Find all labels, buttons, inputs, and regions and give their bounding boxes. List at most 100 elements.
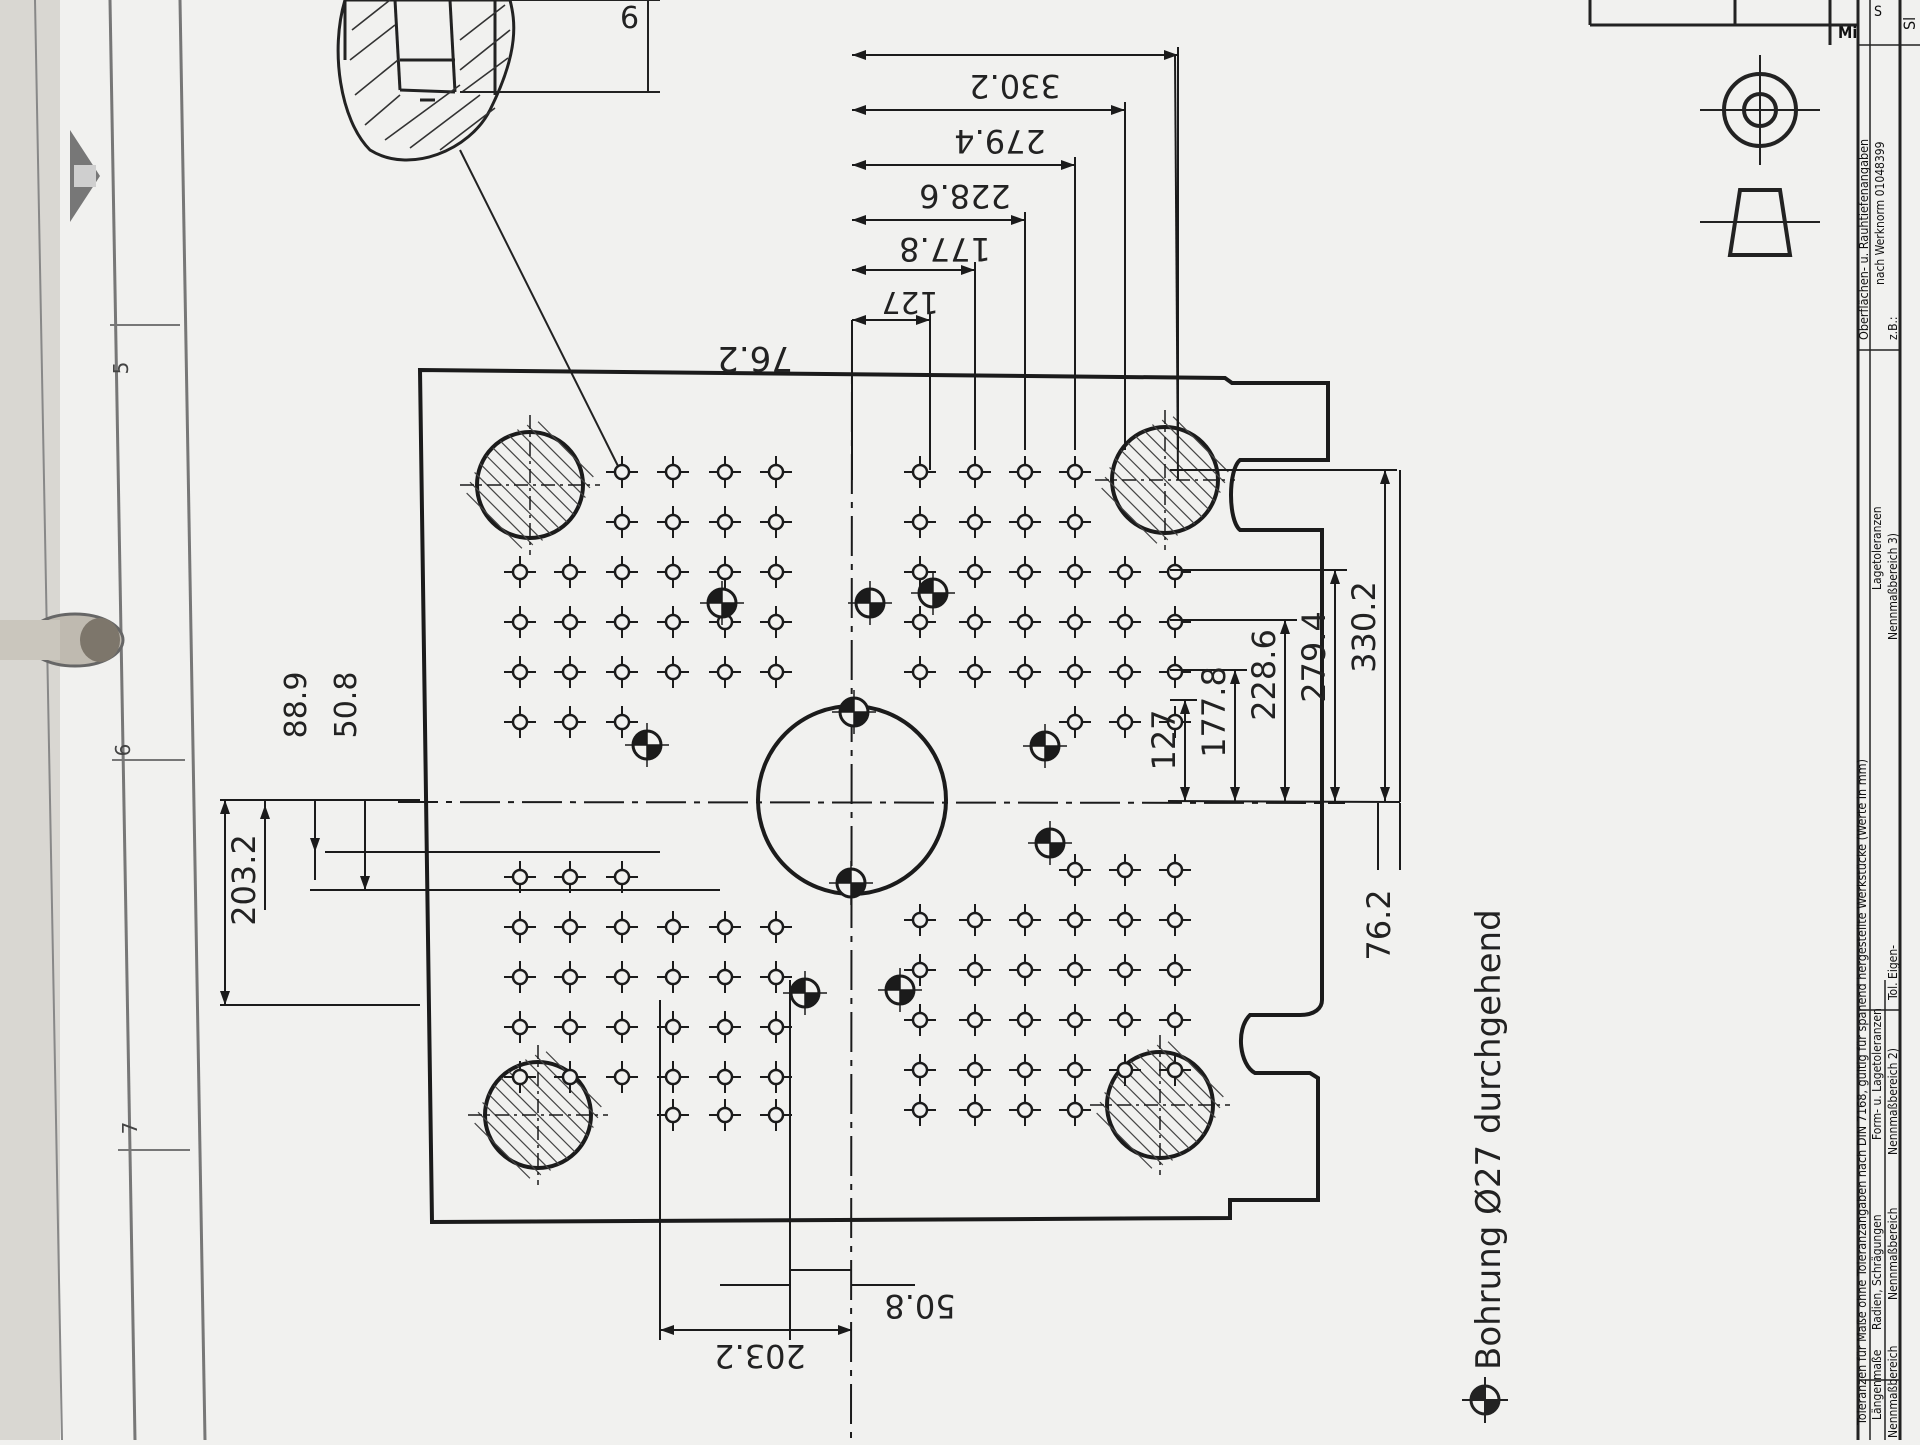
hatch-line <box>526 424 591 489</box>
bolt-hole-circle <box>767 663 785 681</box>
bolt-hole-circle <box>511 968 529 986</box>
bolt-hole-circle <box>561 918 579 936</box>
bolt-hole <box>1059 954 1091 986</box>
bolt-hole-circle <box>1016 513 1034 531</box>
bolt-hole <box>959 656 991 688</box>
tb-row2a: Längenmaße <box>1870 1349 1884 1420</box>
bolt-hole-circle <box>1116 961 1134 979</box>
bolt-hole <box>606 861 638 893</box>
hatch-line <box>525 1059 594 1128</box>
bolt-hole-circle <box>613 868 631 886</box>
through-bore-27 <box>848 581 892 625</box>
bolt-hole <box>709 1099 741 1131</box>
tb-corner-a: Mi <box>1838 23 1857 42</box>
bolt-hole-circle <box>1066 1061 1084 1079</box>
bolt-hole-circle <box>767 613 785 631</box>
bolt-hole <box>760 556 792 588</box>
tb-row1: Toleranzen für Maße ohne Toleranzangaben… <box>1854 759 1869 1426</box>
tb-row3e: z.B.: <box>1886 316 1900 340</box>
bolt-hole <box>554 1061 586 1093</box>
bolt-hole <box>1059 456 1091 488</box>
bolt-hole <box>760 456 792 488</box>
hatch-line <box>1114 458 1187 531</box>
bolt-hole-circle <box>613 613 631 631</box>
bolt-hole-circle <box>1116 613 1134 631</box>
bore-fill <box>633 731 647 745</box>
bolt-hole-circle <box>561 563 579 581</box>
bolt-hole <box>1009 1094 1041 1126</box>
hatch-line <box>1104 476 1169 541</box>
bolt-hole <box>1009 456 1041 488</box>
dimension-lines <box>220 47 1401 1340</box>
section-dim-6 <box>460 0 660 93</box>
bolt-hole <box>959 1054 991 1086</box>
dim-arrow <box>1330 787 1340 801</box>
bolt-hole <box>709 656 741 688</box>
bolt-hole <box>1109 1054 1141 1086</box>
bolt-hole-circle <box>1016 563 1034 581</box>
dim-arrow <box>852 315 866 325</box>
bolt-hole <box>709 911 741 943</box>
dim-arrow <box>360 876 370 890</box>
hatch-line <box>1115 1074 1191 1150</box>
bolt-hole <box>904 954 936 986</box>
bolt-hole <box>1159 606 1191 638</box>
bolt-hole-circle <box>511 918 529 936</box>
bore-fill <box>919 579 933 593</box>
bore-fill <box>1031 732 1045 746</box>
hatch-line <box>485 454 561 530</box>
through-bore-27 <box>878 968 922 1012</box>
bolt-hole <box>657 606 689 638</box>
bolt-hole-circle <box>1166 1061 1184 1079</box>
bolt-hole-circle <box>664 463 682 481</box>
bolt-hole <box>554 706 586 738</box>
bolt-hole-circle <box>1066 613 1084 631</box>
bolt-hole-circle <box>664 613 682 631</box>
bolt-hole-circle <box>911 911 929 929</box>
dim-arrow <box>1280 620 1290 634</box>
dim-arrow <box>1280 787 1290 801</box>
hatch-line <box>1101 487 1158 544</box>
hatch-line <box>499 440 575 516</box>
bolt-hole-circle <box>966 1011 984 1029</box>
bolt-hole <box>657 456 689 488</box>
bolt-hole-circle <box>966 663 984 681</box>
dim-arrow <box>1180 700 1190 714</box>
bolt-hole-circle <box>1116 563 1134 581</box>
bore-fill <box>1036 829 1050 843</box>
bolt-hole-circle <box>1016 911 1034 929</box>
bolt-hole-circle <box>911 1011 929 1029</box>
bolt-hole <box>1109 904 1141 936</box>
bolt-hole <box>1159 706 1191 738</box>
bolt-hole-circle <box>911 961 929 979</box>
bolt-hole-circle <box>1066 911 1084 929</box>
bolt-hole-circle <box>613 663 631 681</box>
hatch-line <box>492 447 568 523</box>
through-bore-27 <box>911 571 955 615</box>
bolt-hole-circle <box>613 563 631 581</box>
frame-border <box>108 0 207 1441</box>
bolt-hole <box>959 456 991 488</box>
bolt-hole-circle <box>716 1068 734 1086</box>
hatch-line <box>469 481 534 546</box>
bolt-hole-circle <box>1066 663 1084 681</box>
bolt-hole <box>904 656 936 688</box>
guide-pillar-2 <box>1095 410 1235 550</box>
hatch-line <box>493 1084 569 1160</box>
dim-arrow <box>961 265 975 275</box>
hatch-line <box>1127 442 1203 518</box>
bolt-hole-circle <box>511 1018 529 1036</box>
dim-arrow <box>852 160 866 170</box>
bolt-hole <box>1059 904 1091 936</box>
bolt-hole <box>554 911 586 943</box>
bolt-hole <box>709 961 741 993</box>
dim-arrow <box>310 838 320 852</box>
dim-arrow <box>1111 105 1125 115</box>
bolt-hole <box>959 1094 991 1126</box>
zone-label-7: 7 <box>118 1122 142 1135</box>
bolt-hole-circle <box>561 713 579 731</box>
bolt-hole-circle <box>911 613 929 631</box>
bolt-hole <box>760 506 792 538</box>
section-detail <box>336 0 516 162</box>
